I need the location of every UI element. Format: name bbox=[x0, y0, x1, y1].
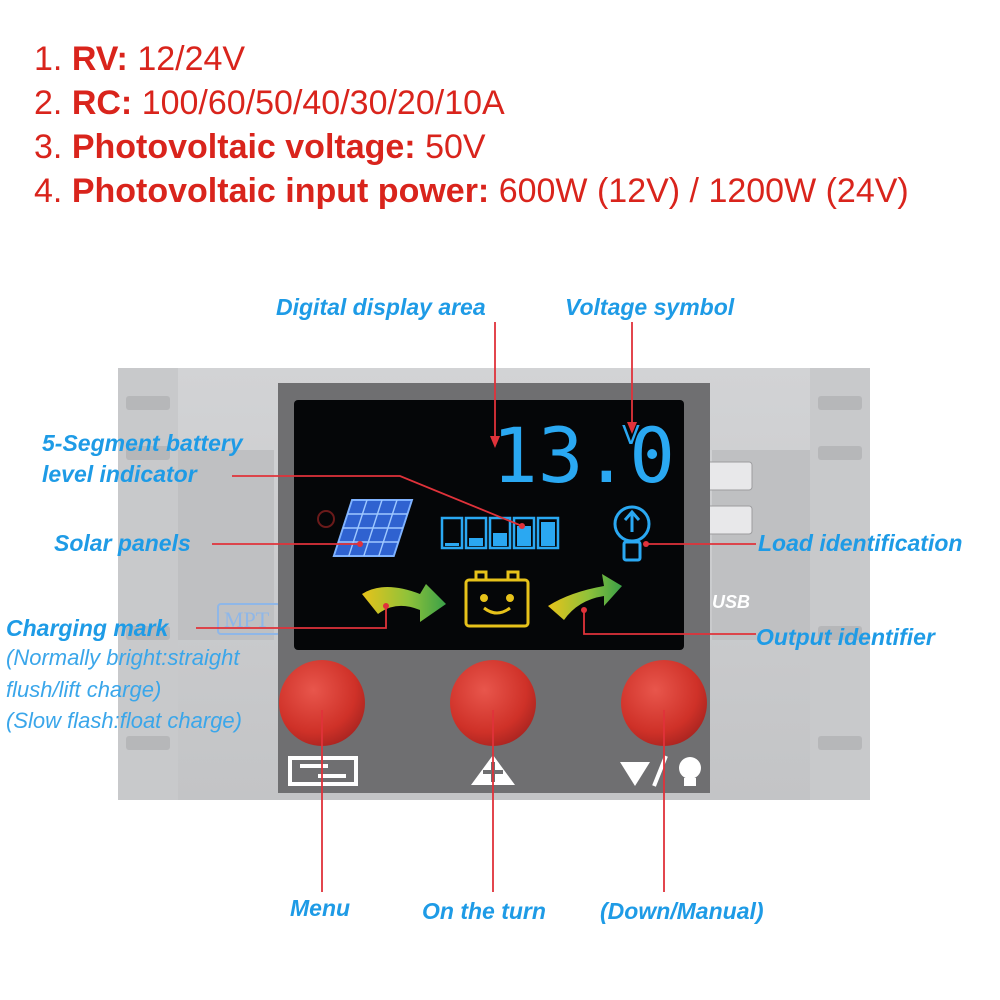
menu-button[interactable] bbox=[279, 660, 365, 746]
left-vent-slots bbox=[126, 396, 170, 750]
callout-voltage-symbol: Voltage symbol bbox=[565, 294, 735, 320]
usb-port-2 bbox=[705, 505, 753, 535]
usb-label: USB bbox=[712, 592, 750, 612]
usb-port-1 bbox=[705, 461, 753, 491]
status-indicator bbox=[317, 510, 335, 528]
callout-down-manual: (Down/Manual) bbox=[600, 898, 764, 924]
turn-button[interactable] bbox=[450, 660, 536, 746]
down-manual-button[interactable] bbox=[621, 660, 707, 746]
voltage-reading: 13.0 bbox=[492, 411, 675, 500]
charging-note-line2: flush/lift charge) bbox=[6, 677, 162, 702]
charging-arrow-icon bbox=[362, 584, 446, 622]
left-rib-panel bbox=[118, 368, 178, 800]
battery-level-indicator bbox=[440, 516, 560, 550]
callout-menu: Menu bbox=[290, 895, 351, 921]
callout-battery-level-line2: level indicator bbox=[42, 461, 197, 487]
spec-rv: 1. RV: 12/24V bbox=[34, 40, 246, 78]
down-manual-symbol-icon bbox=[620, 755, 701, 787]
battery-face-icon bbox=[464, 570, 530, 628]
solar-panel-icon bbox=[332, 499, 414, 557]
spec-rc: 2. RC: 100/60/50/40/30/20/10A bbox=[34, 84, 505, 122]
callout-charging-mark: Charging mark bbox=[6, 615, 169, 641]
spec-pv-voltage: 3. Photovoltaic voltage: 50V bbox=[34, 128, 486, 166]
callout-load-identification: Load identification bbox=[758, 530, 963, 556]
voltage-unit: V bbox=[622, 421, 640, 451]
battery-level-fill bbox=[445, 522, 555, 546]
callout-output-identifier: Output identifier bbox=[756, 624, 935, 650]
right-rib-panel bbox=[810, 368, 870, 800]
callout-digital-display: Digital display area bbox=[276, 294, 486, 320]
terminal-strip-left bbox=[178, 450, 274, 640]
spec-pv-power: 4. Photovoltaic input power: 600W (12V) … bbox=[34, 172, 909, 210]
load-bulb-icon bbox=[613, 505, 651, 562]
leader-lines bbox=[196, 322, 756, 892]
leader-arrowheads bbox=[357, 422, 649, 613]
charging-note-line3: (Slow flash:float charge) bbox=[6, 708, 242, 733]
output-arrow-icon bbox=[548, 574, 622, 620]
charging-note-line1: (Normally bright:straight bbox=[6, 645, 240, 670]
callout-solar-panels: Solar panels bbox=[54, 530, 191, 556]
callout-on-the-turn: On the turn bbox=[422, 898, 546, 924]
callout-battery-level-line1: 5-Segment battery bbox=[42, 430, 243, 456]
right-vent-slots bbox=[818, 396, 862, 750]
